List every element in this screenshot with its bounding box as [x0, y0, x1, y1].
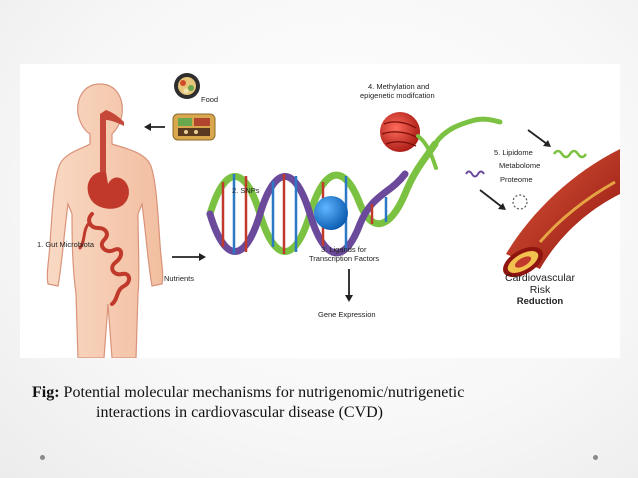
slide-decoration-dot-left	[40, 455, 45, 460]
gene-expression-arrow	[345, 269, 353, 302]
reduction-label: Reduction	[516, 296, 564, 307]
methylation-sphere-icon	[380, 112, 438, 170]
food-plate-icon	[174, 73, 200, 99]
methylation-label-line2: epigenetic modifcation	[360, 91, 435, 100]
food-to-mouth-arrow	[144, 123, 165, 131]
nutrients-label: Nutrients	[164, 274, 195, 283]
ligands-label-line1: 3. Ligands for	[321, 245, 367, 254]
lipidome-arrow	[527, 129, 551, 147]
risk-label: Risk	[529, 284, 551, 296]
methylation-label-line1: 4. Methylation and	[368, 82, 430, 91]
food-label: Food	[201, 95, 219, 104]
cardiovascular-label: Cardiovascular	[504, 272, 576, 284]
nutrients-arrow	[172, 253, 206, 261]
transcription-factor-ball-icon	[314, 196, 348, 230]
dna-helix-icon	[206, 116, 503, 257]
artery-icon	[503, 149, 620, 278]
proteome-label: Proteome	[500, 175, 533, 184]
lipidome-label: 5. Lipidome	[494, 148, 533, 157]
gut-microbiota-label: 1. Gut Microbiota	[37, 240, 95, 249]
caption-fig-label: Fig:	[32, 384, 60, 401]
caption-line1: Potential molecular mechanisms for nutri…	[63, 384, 465, 401]
proteome-icon	[512, 194, 528, 210]
slide-decoration-dot-right	[593, 455, 598, 460]
snps-label: 2. SNPs	[232, 186, 260, 195]
proteome-arrow	[479, 189, 506, 210]
mechanism-figure: Food 1. Gut Microbiota 2. SNPs 3. Ligand…	[20, 64, 620, 358]
food-tray-icon	[172, 113, 216, 141]
human-body-icon	[46, 83, 164, 358]
gene-expression-label: Gene Expression	[318, 310, 376, 319]
caption-line2: interactions in cardiovascular disease (…	[96, 404, 384, 421]
rna-strand-icon	[465, 149, 588, 178]
figure-caption: Fig: Potential molecular mechanisms for …	[32, 383, 602, 423]
ligands-label-line2: Transcription Factors	[309, 254, 380, 263]
metabolome-label: Metabolome	[499, 161, 541, 170]
figure-illustration	[46, 73, 620, 358]
